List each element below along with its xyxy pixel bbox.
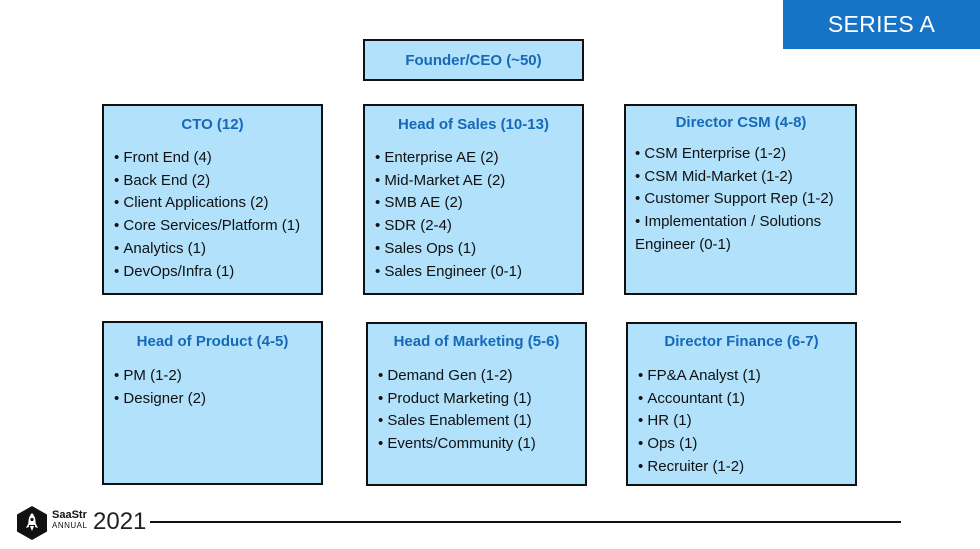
role-item: CSM Mid-Market (1-2) — [635, 166, 847, 189]
founder-ceo-title: Founder/CEO (~50) — [405, 51, 542, 69]
marketing-role-list: Demand Gen (1-2) Product Marketing (1) S… — [378, 365, 575, 456]
founder-ceo-box: Founder/CEO (~50) — [363, 39, 584, 81]
cto-role-list: Front End (4) Back End (2) Client Applic… — [114, 147, 311, 283]
role-item: HR (1) — [638, 410, 845, 433]
role-item: Events/Community (1) — [378, 433, 575, 456]
role-item: CSM Enterprise (1-2) — [635, 143, 847, 166]
role-item: SDR (2-4) — [375, 215, 572, 238]
finance-role-list: FP&A Analyst (1) Accountant (1) HR (1) O… — [638, 365, 845, 479]
head-of-product-box: Head of Product (4-5) PM (1-2) Designer … — [102, 321, 323, 485]
sales-role-list: Enterprise AE (2) Mid-Market AE (2) SMB … — [375, 147, 572, 283]
head-of-marketing-title: Head of Marketing (5-6) — [393, 333, 560, 350]
role-item: Demand Gen (1-2) — [378, 365, 575, 388]
role-item: SMB AE (2) — [375, 192, 572, 215]
role-item: PM (1-2) — [114, 365, 311, 388]
rocket-hexagon-icon — [17, 506, 47, 540]
role-item: Enterprise AE (2) — [375, 147, 572, 170]
head-of-sales-title: Head of Sales (10-13) — [398, 116, 549, 133]
director-csm-title: Director CSM (4-8) — [675, 114, 807, 131]
role-item: Front End (4) — [114, 147, 311, 170]
footer-brand: SaaStr — [52, 509, 87, 521]
head-of-marketing-box: Head of Marketing (5-6) Demand Gen (1-2)… — [366, 322, 587, 486]
role-item: Client Applications (2) — [114, 192, 311, 215]
role-item: Product Marketing (1) — [378, 388, 575, 411]
role-item: Back End (2) — [114, 170, 311, 193]
role-item: Sales Enablement (1) — [378, 410, 575, 433]
footer-year: 2021 — [93, 508, 147, 535]
role-item: Accountant (1) — [638, 388, 845, 411]
role-item: Mid-Market AE (2) — [375, 170, 572, 193]
csm-role-list: CSM Enterprise (1-2) CSM Mid-Market (1-2… — [635, 143, 847, 257]
cto-box: CTO (12) Front End (4) Back End (2) Clie… — [102, 104, 323, 295]
role-item: Designer (2) — [114, 388, 311, 411]
head-of-sales-box: Head of Sales (10-13) Enterprise AE (2) … — [363, 104, 584, 295]
product-role-list: PM (1-2) Designer (2) — [114, 365, 311, 410]
role-item: Implementation / Solutions Engineer (0-1… — [635, 211, 847, 256]
role-item: Customer Support Rep (1-2) — [635, 188, 847, 211]
footer-subtitle: ANNUAL — [52, 521, 88, 530]
cto-title: CTO (12) — [181, 116, 244, 133]
role-item: FP&A Analyst (1) — [638, 365, 845, 388]
series-badge: SERIES A — [783, 0, 980, 49]
role-item: Ops (1) — [638, 433, 845, 456]
head-of-product-title: Head of Product (4-5) — [136, 333, 289, 350]
role-item: Sales Engineer (0-1) — [375, 261, 572, 284]
role-item: Core Services/Platform (1) — [114, 215, 311, 238]
role-item: DevOps/Infra (1) — [114, 261, 311, 284]
role-item: Sales Ops (1) — [375, 238, 572, 261]
role-item: Analytics (1) — [114, 238, 311, 261]
director-finance-box: Director Finance (6-7) FP&A Analyst (1) … — [626, 322, 857, 486]
footer-divider — [150, 521, 901, 523]
director-csm-box: Director CSM (4-8) CSM Enterprise (1-2) … — [624, 104, 857, 295]
role-item: Recruiter (1-2) — [638, 456, 845, 479]
director-finance-title: Director Finance (6-7) — [664, 333, 819, 350]
